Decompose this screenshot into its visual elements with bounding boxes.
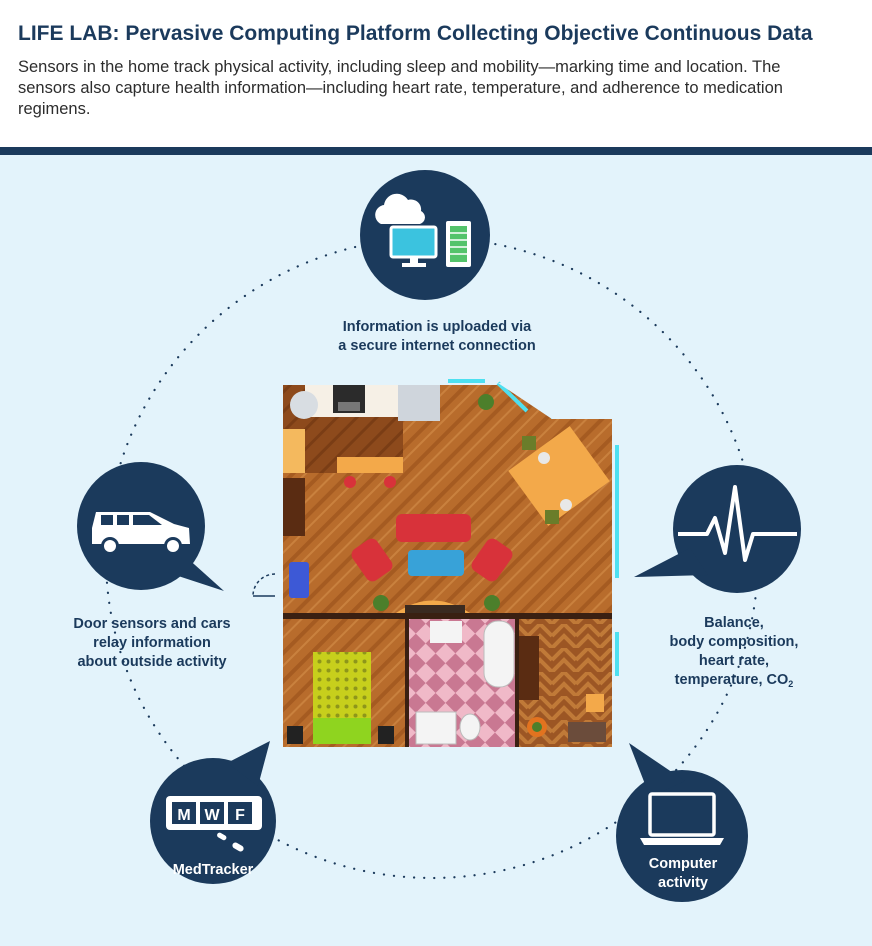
computer-label-line1: Computer — [648, 856, 718, 872]
upload-label-line1: Information is uploaded via — [342, 319, 532, 335]
page-title: LIFE LAB: Pervasive Computing Platform C… — [18, 22, 813, 45]
upload-node — [360, 170, 490, 300]
header-divider — [0, 147, 872, 155]
medtracker-node: M W F — [150, 741, 276, 884]
vitals-node — [634, 465, 801, 593]
pill-day-friday: F — [235, 807, 245, 824]
car-label-line1: Door sensors and cars — [73, 616, 231, 632]
vitals-circle — [673, 465, 801, 593]
pill-day-wednesday: W — [204, 807, 220, 824]
vitals-label-subscript: 2 — [788, 679, 794, 689]
heartbeat-icon — [678, 485, 797, 562]
sofa-set — [351, 514, 513, 582]
computer-label-line2: activity — [658, 875, 708, 891]
vitals-label-line3: heart rate, — [698, 653, 770, 669]
page-subtitle: Sensors in the home track physical activ… — [18, 58, 783, 118]
car-label: Door sensors and cars relay information … — [73, 615, 230, 672]
upload-label: Information is uploaded via a secure int… — [338, 318, 535, 356]
computer-label: Computer activity — [649, 855, 717, 893]
house-floor-plan — [252, 379, 619, 747]
header: LIFE LAB: Pervasive Computing Platform C… — [0, 0, 872, 147]
vitals-label-line2: body composition, — [669, 634, 799, 650]
car-label-line3: about outside activity — [77, 654, 227, 670]
computer-node — [616, 743, 748, 902]
car-node — [77, 462, 224, 591]
vitals-label: Balance, body composition, heart rate, t… — [670, 614, 799, 694]
vitals-label-line1: Balance, — [704, 615, 764, 631]
medtracker-label: MedTracker — [172, 862, 254, 878]
pill-dispenser-icon: M W F — [166, 796, 262, 852]
cloud-computer-server-icon — [375, 193, 471, 267]
car-label-line2: relay information — [93, 635, 211, 651]
vitals-label-line4: temperature, CO — [674, 672, 789, 688]
laptop-icon — [640, 792, 724, 845]
upload-label-line2: a secure internet connection — [338, 338, 536, 354]
pill-day-monday: M — [177, 807, 190, 824]
car-icon — [92, 512, 190, 555]
